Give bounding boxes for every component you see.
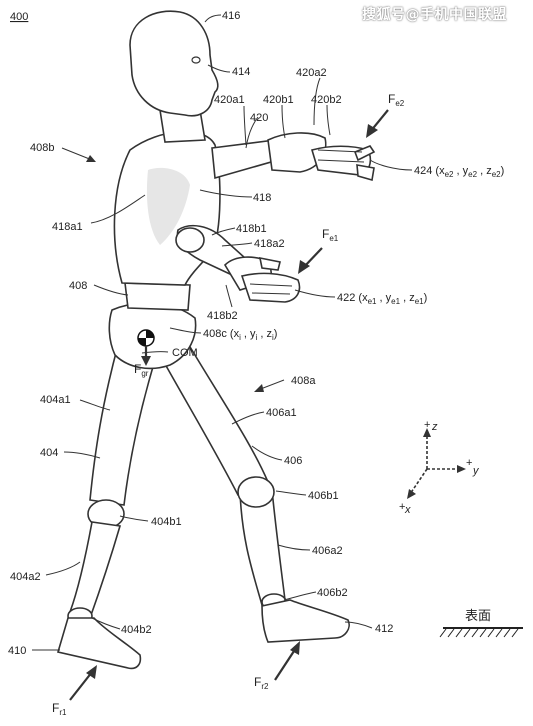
axis-y-plus: + (466, 457, 472, 469)
reference-arrows (61, 147, 285, 392)
label-406b2: 406b2 (317, 587, 348, 599)
axis-x-label: x (404, 504, 411, 516)
axis-x-plus: + (399, 501, 405, 513)
force-fr1: Fr1 (52, 701, 67, 717)
eye-icon (191, 56, 201, 64)
force-arrows (69, 109, 389, 701)
force-fgr: Fgr (134, 362, 149, 378)
label-418a1: 418a1 (52, 221, 83, 233)
label-420a2: 420a2 (296, 67, 327, 79)
label-412: 412 (375, 623, 393, 635)
coordinate-axes (407, 428, 466, 499)
label-424: 424 (xe2 , ye2 , ze2) (414, 165, 504, 179)
label-408a: 408a (291, 375, 316, 387)
label-422: 422 (xe1 , ye1 , ze1) (337, 292, 427, 306)
label-404: 404 (40, 447, 58, 459)
label-420b2: 420b2 (311, 94, 342, 106)
label-420b1: 420b1 (263, 94, 294, 106)
label-com: COM (172, 347, 198, 359)
figure-number: 400 (10, 11, 28, 23)
label-418b1: 418b1 (236, 223, 267, 235)
arm-420 (211, 132, 376, 182)
label-406: 406 (284, 455, 302, 467)
label-414: 414 (232, 66, 250, 78)
label-406a1: 406a1 (266, 407, 297, 419)
label-418: 418 (253, 192, 271, 204)
label-404b1: 404b1 (151, 516, 182, 528)
force-fr2: Fr2 (254, 675, 269, 691)
surface-label: 表面 (465, 609, 491, 624)
waist-joint (124, 282, 191, 311)
torso-shade (146, 167, 190, 245)
label-408: 408 (69, 280, 87, 292)
label-408b: 408b (30, 142, 54, 154)
label-406a2: 406a2 (312, 545, 343, 557)
label-404a1: 404a1 (40, 394, 71, 406)
label-418b2: 418b2 (207, 310, 238, 322)
right-leg-406 (159, 328, 350, 643)
axis-z-label: z (431, 421, 438, 433)
label-418a2: 418a2 (254, 238, 285, 250)
leader-lines (31, 14, 413, 651)
axis-z-plus: + (424, 419, 430, 431)
label-420: 420 (250, 112, 268, 124)
force-fe2: Fe2 (388, 92, 405, 108)
label-404b2: 404b2 (121, 624, 152, 636)
label-408c: 408c (xi , yi , zi) (203, 328, 277, 342)
label-404a2: 404a2 (10, 571, 41, 583)
label-420a1: 420a1 (214, 94, 245, 106)
force-fe1: Fe1 (322, 227, 339, 243)
arm-418 (175, 224, 301, 303)
head-416 (129, 10, 219, 117)
label-406b1: 406b1 (308, 490, 339, 502)
com-marker (137, 329, 155, 347)
label-410: 410 (8, 645, 26, 657)
watermark-text: 搜狐号@手机中国联盟 (362, 7, 507, 23)
label-416: 416 (222, 10, 240, 22)
axis-y-label: y (472, 465, 480, 477)
ground-surface (439, 627, 523, 638)
left-leg-404 (56, 343, 156, 670)
